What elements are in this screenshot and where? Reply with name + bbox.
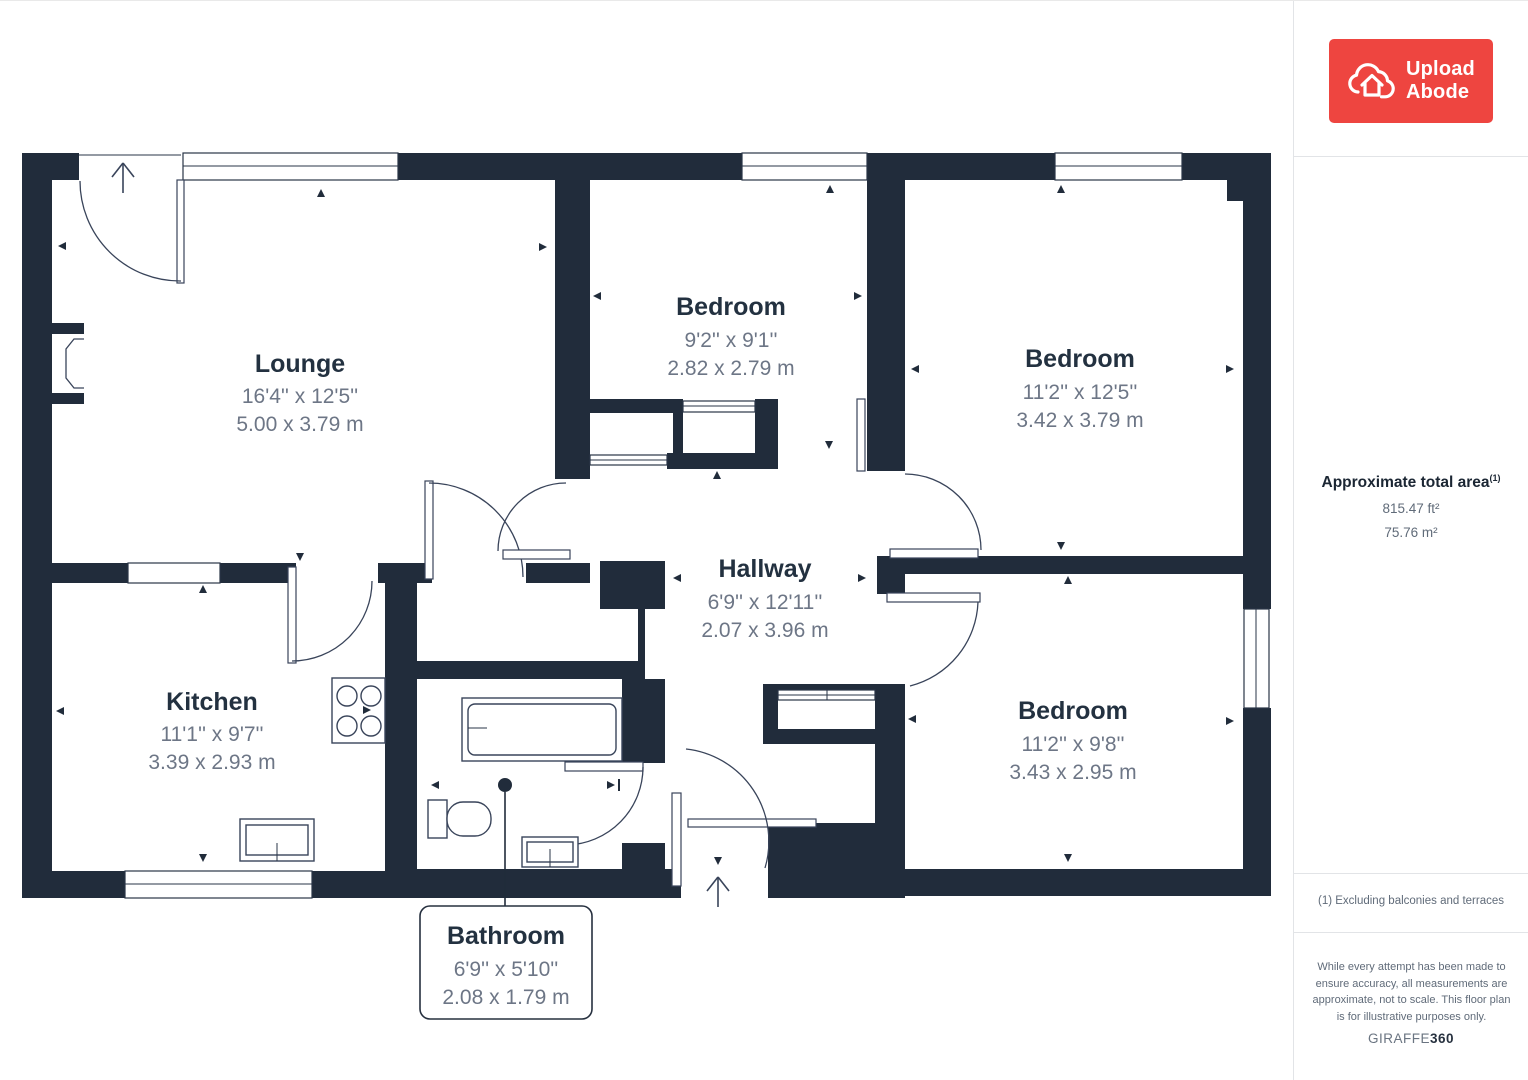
room-name: Kitchen	[166, 688, 258, 716]
closet-sliding-door	[589, 454, 668, 466]
giraffe360-branding: GIRAFFE360	[1294, 1031, 1528, 1046]
upload-abode-logo: Upload Abode	[1329, 39, 1493, 123]
room-label-bedroom-middle: Bedroom 9'2'' x 9'1'' 2.82 x 2.79 m	[667, 293, 794, 380]
room-name: Lounge	[255, 350, 345, 378]
window	[182, 152, 399, 181]
window	[127, 562, 221, 584]
doors	[79, 154, 982, 887]
room-name: Hallway	[718, 555, 811, 583]
entrance-door	[671, 748, 817, 887]
room-dims-imperial: 11'1'' x 9'7''	[160, 723, 263, 746]
room-label-kitchen: Kitchen 11'1'' x 9'7'' 3.39 x 2.93 m	[148, 688, 275, 774]
brand-name: GIRAFFE	[1367, 1031, 1430, 1046]
leader-dot	[498, 778, 512, 792]
bathroom-door	[564, 761, 644, 846]
walls	[22, 153, 1271, 898]
cloud-house-icon	[1347, 57, 1397, 106]
hall-vestibule-door	[497, 482, 571, 560]
window	[1054, 152, 1183, 181]
entrance-arrow-icon	[111, 162, 135, 193]
room-name: Bedroom	[676, 293, 786, 321]
room-label-bedroom-bottomright: Bedroom 11'2'' x 9'8'' 3.43 x 2.95 m	[1009, 697, 1136, 784]
room-dims-metric: 3.42 x 3.79 m	[1016, 409, 1143, 432]
window	[1243, 608, 1270, 709]
room-dims-metric: 2.82 x 2.79 m	[667, 357, 794, 380]
room-label-lounge: Lounge 16'4'' x 12'5'' 5.00 x 3.79 m	[236, 350, 363, 436]
room-label-bathroom-callout: Bathroom 6'9'' x 5'10'' 2.08 x 1.79 m	[419, 778, 593, 1020]
room-dims-imperial: 11'2'' x 9'8''	[1021, 733, 1124, 756]
front-door	[79, 154, 185, 284]
bathtub	[461, 697, 623, 762]
sidebar: Upload Abode Approximate total area(1) 8…	[1293, 1, 1528, 1080]
total-area-title: Approximate total area(1)	[1321, 473, 1501, 492]
entrance-arrows	[111, 162, 730, 907]
room-label-bedroom-topright: Bedroom 11'2'' x 12'5'' 3.42 x 3.79 m	[1016, 345, 1143, 432]
disclaimer-text: While every attempt has been made to ens…	[1312, 961, 1511, 1023]
lounge-hall-door	[424, 480, 524, 580]
logo-wordmark: Upload Abode	[1406, 58, 1475, 103]
room-name: Bathroom	[447, 922, 565, 950]
bedroom-topright-door	[889, 473, 982, 559]
toilet	[427, 799, 492, 839]
brand-suffix: 360	[1429, 1031, 1455, 1046]
room-dims-imperial: 6'9'' x 12'11''	[708, 591, 823, 614]
room-dims-metric: 2.07 x 3.96 m	[701, 619, 828, 642]
fixtures	[65, 338, 623, 868]
windows	[124, 152, 1270, 899]
window	[124, 870, 313, 899]
total-area-ft: 815.47 ft²	[1382, 501, 1440, 517]
fireplace	[65, 338, 84, 389]
room-name: Bedroom	[1018, 697, 1128, 725]
total-area-block: Approximate total area(1) 815.47 ft² 75.…	[1294, 473, 1528, 540]
bedroom-bottomright-door	[886, 592, 981, 687]
window	[741, 152, 868, 181]
room-dims-metric: 3.39 x 2.93 m	[148, 751, 275, 774]
closet-sliding-door	[682, 400, 756, 413]
footnote-text: (1) Excluding balconies and terraces	[1317, 895, 1505, 907]
wall-markers	[56, 185, 1234, 865]
room-labels: Lounge 16'4'' x 12'5'' 5.00 x 3.79 m Kit…	[148, 293, 1144, 1020]
total-area-m: 75.76 m²	[1384, 525, 1438, 541]
room-name: Bedroom	[1025, 345, 1135, 373]
kitchen-door	[287, 566, 373, 664]
sidebar-divider	[1294, 932, 1528, 933]
room-dims-imperial: 11'2'' x 12'5''	[1023, 381, 1138, 404]
footnote-marker: (1)	[1489, 473, 1501, 483]
sidebar-divider	[1294, 873, 1528, 874]
sidebar-divider	[1294, 156, 1528, 157]
hob	[331, 677, 386, 744]
room-label-hallway: Hallway 6'9'' x 12'11'' 2.07 x 3.96 m	[701, 555, 828, 642]
room-dims-imperial: 16'4'' x 12'5''	[242, 385, 358, 408]
room-dims-imperial: 9'2'' x 9'1''	[685, 329, 778, 352]
closet-sliding-door	[777, 689, 876, 701]
floorplan-drawing: Lounge 16'4'' x 12'5'' 5.00 x 3.79 m Kit…	[22, 152, 1271, 1020]
room-dims-metric: 3.43 x 2.95 m	[1009, 761, 1136, 784]
kitchen-sink	[239, 818, 315, 862]
room-dims-metric: 2.08 x 1.79 m	[442, 986, 569, 1009]
room-dims-imperial: 6'9'' x 5'10''	[454, 958, 559, 981]
entrance-arrow-icon	[706, 876, 730, 907]
callout-box	[419, 905, 593, 1020]
bathroom-sink	[521, 836, 579, 868]
room-dims-metric: 5.00 x 3.79 m	[236, 413, 363, 436]
bedroom-middle-door	[856, 398, 866, 472]
